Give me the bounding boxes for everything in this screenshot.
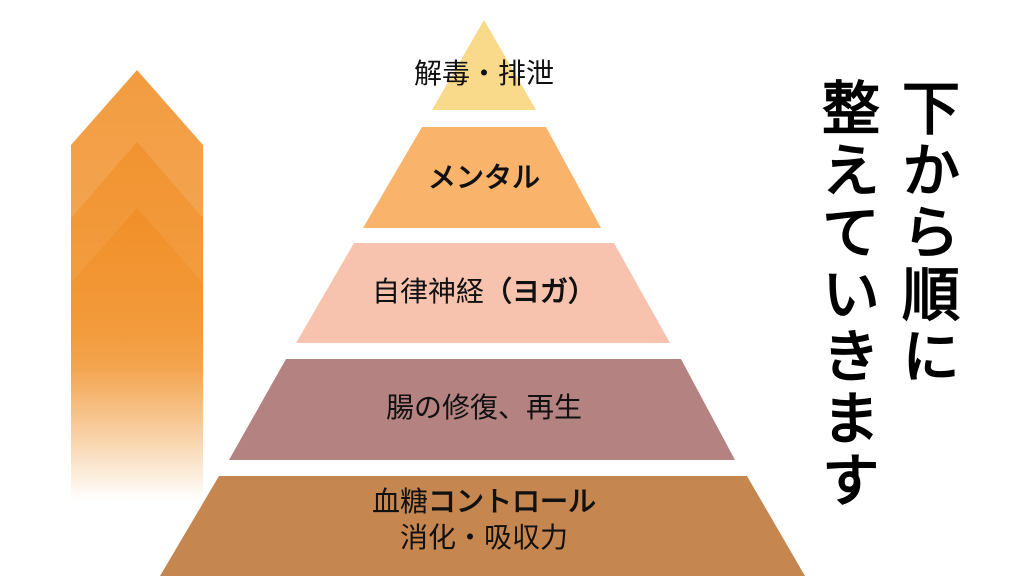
level-4-label: 腸の修復、再生 bbox=[385, 391, 582, 424]
level-2-label: メンタル bbox=[427, 161, 540, 194]
pyramid-level-4 bbox=[229, 359, 735, 460]
up-arrow-icon bbox=[71, 70, 203, 500]
level-1-label: 解毒・排泄 bbox=[413, 57, 554, 90]
pyramid-level-2 bbox=[363, 127, 601, 228]
pyramid-level-1 bbox=[432, 20, 536, 110]
heading-column-1: 下から順に bbox=[892, 78, 960, 388]
level-3-label: 自律神経（ヨガ） bbox=[371, 275, 597, 308]
heading-column-2: 整えていきます bbox=[812, 78, 880, 512]
level-5-label: 血糖コントロール消化・吸収力 bbox=[371, 485, 597, 554]
pyramid-level-3 bbox=[296, 243, 670, 343]
pyramid-level-5 bbox=[160, 476, 805, 576]
